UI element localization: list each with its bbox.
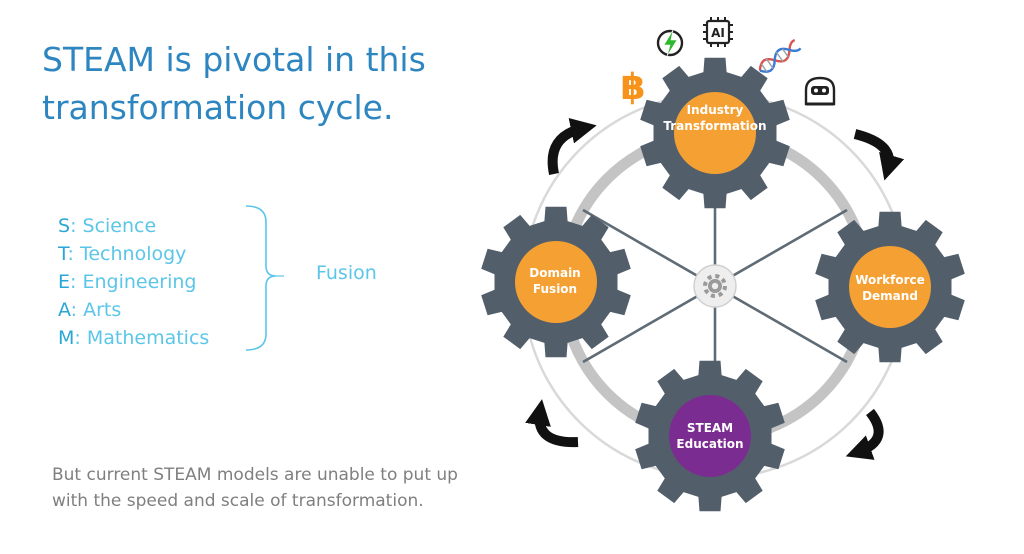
gear-center [849, 246, 931, 328]
energy-icon [656, 29, 684, 57]
gear-label-line2: Demand [862, 289, 918, 303]
domain-fusion-gear: Domain Fusion [481, 206, 631, 358]
fusion-label: Fusion [316, 262, 377, 284]
gear-center [674, 92, 756, 174]
acronym-separator: : [70, 299, 78, 321]
steam-education-gear: STEAM Education [635, 360, 785, 512]
acronym-letter: S [58, 215, 71, 237]
steam-acronym-list: S: Science T: Technology E: Engineering … [58, 212, 288, 352]
gear-label-line1: Workforce [855, 273, 925, 287]
acronym-separator: : [70, 215, 77, 237]
acronym-word: Science [76, 215, 157, 237]
gear-center [669, 395, 751, 477]
ai-chip-icon: AI [703, 17, 733, 47]
slide-title: STEAM is pivotal in this transformation … [42, 40, 426, 127]
acronym-item-arts: A: Arts [58, 296, 288, 324]
hub-gear-icon [703, 274, 727, 298]
acronym-word: Mathematics [80, 327, 210, 349]
footer-note: But current STEAM models are unable to p… [52, 465, 458, 511]
acronym-letter: E [58, 271, 71, 293]
acronym-word: Engineering [76, 271, 197, 293]
cycle-arrow-top-right [853, 129, 905, 181]
curly-brace [245, 205, 284, 351]
workforce-demand-gear: Workforce Demand [815, 211, 965, 363]
acronym-item-mathematics: M: Mathematics [58, 324, 288, 352]
cycle-arrow-bottom-left [525, 399, 579, 448]
acronym-word: Arts [77, 299, 122, 321]
acronym-item-engineering: E: Engineering [58, 268, 288, 296]
transformation-cycle-diagram: Industry Transformation Workforce Demand… [481, 17, 965, 512]
robot-icon [804, 76, 836, 106]
acronym-separator: : [67, 243, 74, 265]
svg-text:฿: ฿ [620, 67, 645, 108]
cycle-arrow-top-left [547, 117, 597, 176]
cycle-arrow-bottom-right [845, 408, 884, 460]
industry-transformation-gear: Industry Transformation [640, 57, 790, 209]
gear-label-line1: Domain [529, 266, 580, 280]
acronym-separator: : [74, 327, 81, 349]
acronym-letter: M [58, 327, 75, 349]
dna-icon [758, 38, 802, 73]
gear-label-line2: Fusion [533, 282, 577, 296]
gear-label-line2: Transformation [663, 119, 766, 133]
gear-label-line2: Education [676, 437, 743, 451]
acronym-word: Technology [73, 243, 187, 265]
acronym-letter: A [58, 299, 71, 321]
acronym-item-science: S: Science [58, 212, 288, 240]
ai-chip-text: AI [711, 26, 725, 40]
gear-label-line1: STEAM [687, 421, 733, 435]
acronym-item-technology: T: Technology [58, 240, 288, 268]
gear-center [515, 241, 597, 323]
acronym-letter: T [58, 243, 68, 265]
gear-label-line1: Industry [687, 103, 744, 117]
acronym-separator: : [70, 271, 77, 293]
bitcoin-icon: ฿ [620, 67, 645, 108]
